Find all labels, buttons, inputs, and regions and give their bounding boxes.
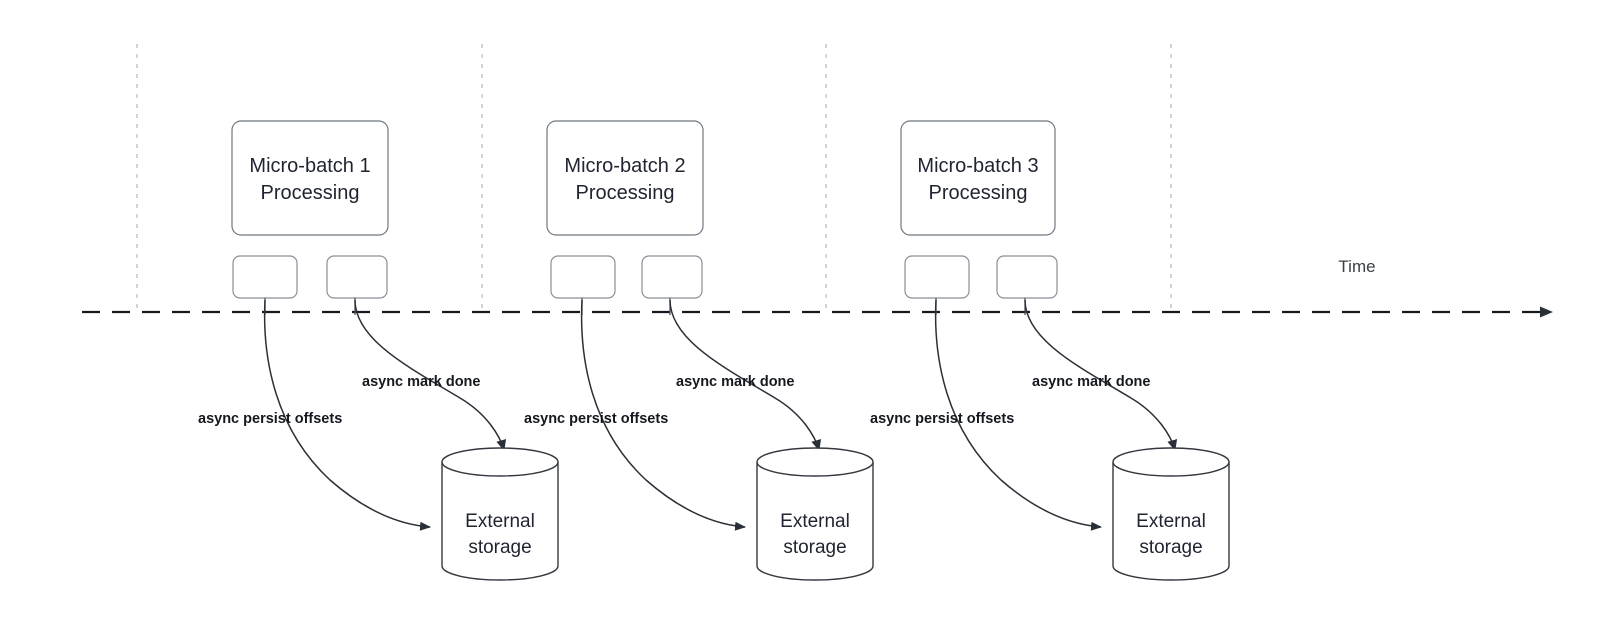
group-1-cylinder-body[interactable] [441, 462, 559, 581]
group-2-external-storage-cylinder[interactable]: External storage [756, 447, 874, 581]
group-3-persist-offsets-curve [934, 299, 1102, 531]
group-3-external-storage-cylinder[interactable]: External storage [1112, 447, 1230, 581]
group-1-async-mark-done-label: async mark done [362, 374, 480, 390]
group-2-mark-done-curve [669, 299, 822, 451]
group-2-storage-label-line1: External [780, 511, 850, 532]
group-1-mark-done-task-box[interactable] [326, 255, 388, 299]
micro-batch-1-label-line2: Processing [261, 182, 360, 204]
group-2: Micro-batch 2 Processing async mark done… [524, 120, 874, 581]
micro-batch-1-label-line1: Micro-batch 1 [249, 155, 370, 177]
group-2-storage-label-line2: storage [783, 537, 846, 558]
group-3-async-mark-done-label: async mark done [1032, 374, 1150, 390]
group-1: Micro-batch 1 Processing async mark done… [198, 120, 559, 581]
group-1-async-persist-offsets-label: async persist offsets [198, 411, 342, 427]
micro-batch-2-label-line1: Micro-batch 2 [564, 155, 685, 177]
group-3-cylinder-body[interactable] [1112, 462, 1230, 581]
group-1-storage-label-line2: storage [468, 537, 531, 558]
group-1-persist-offsets-curve [263, 299, 431, 531]
micro-batch-3-label-line2: Processing [929, 182, 1028, 204]
group-1-persist-task-box[interactable] [232, 255, 298, 299]
group-1-mark-done-curve [354, 299, 507, 451]
micro-batch-2-label-line2: Processing [576, 182, 675, 204]
time-axis-label: Time [1338, 257, 1375, 276]
group-3-cylinder-top [1112, 447, 1230, 477]
group-3: Micro-batch 3 Processing async mark done… [870, 120, 1230, 581]
group-2-mark-done-task-box[interactable] [641, 255, 703, 299]
group-2-persist-offsets-curve [580, 299, 746, 531]
group-2-async-mark-done-label: async mark done [676, 374, 794, 390]
micro-batch-2-box[interactable]: Micro-batch 2 Processing [546, 120, 704, 236]
group-3-storage-label-line1: External [1136, 511, 1206, 532]
group-3-persist-task-box[interactable] [904, 255, 970, 299]
group-3-storage-label-line2: storage [1139, 537, 1202, 558]
group-3-mark-done-curve [1024, 299, 1178, 451]
group-1-cylinder-top [441, 447, 559, 477]
group-2-cylinder-body[interactable] [756, 462, 874, 581]
micro-batch-3-rect[interactable] [900, 120, 1056, 236]
group-3-mark-done-task-box[interactable] [996, 255, 1058, 299]
micro-batch-2-rect[interactable] [546, 120, 704, 236]
group-2-async-persist-offsets-label: async persist offsets [524, 411, 668, 427]
micro-batch-1-box[interactable]: Micro-batch 1 Processing [231, 120, 389, 236]
group-2-cylinder-top [756, 447, 874, 477]
group-3-async-persist-offsets-label: async persist offsets [870, 411, 1014, 427]
timeline-axis: Time [82, 257, 1553, 318]
group-1-external-storage-cylinder[interactable]: External storage [441, 447, 559, 581]
micro-batch-3-label-line1: Micro-batch 3 [917, 155, 1038, 177]
time-guides [136, 44, 1172, 312]
micro-batch-1-rect[interactable] [231, 120, 389, 236]
group-1-storage-label-line1: External [465, 511, 535, 532]
group-2-persist-task-box[interactable] [550, 255, 616, 299]
micro-batch-3-box[interactable]: Micro-batch 3 Processing [900, 120, 1056, 236]
